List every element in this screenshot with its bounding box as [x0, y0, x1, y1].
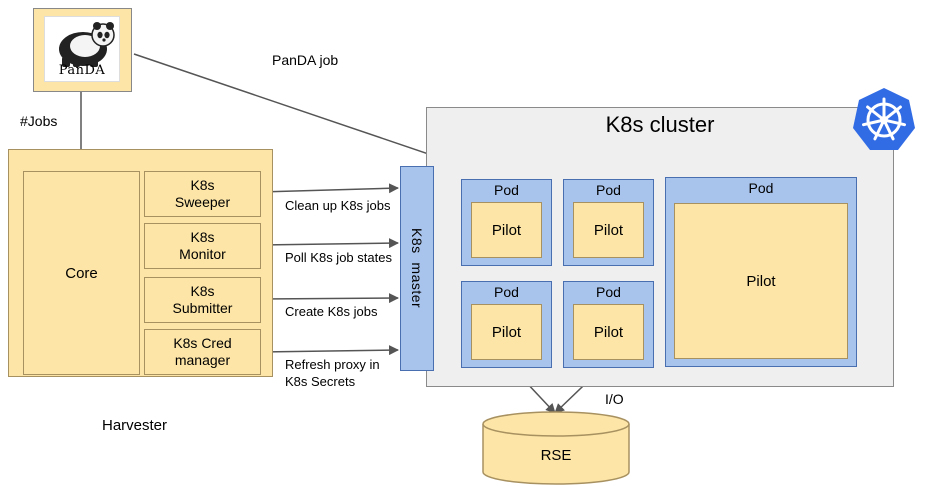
pod-bottom-left: Pod Pilot	[461, 281, 552, 368]
pilot-label: Pilot	[593, 221, 624, 239]
pilot-label: Pilot	[491, 323, 522, 341]
k8s-monitor-box: K8s Monitor	[144, 223, 261, 269]
panda-icon	[59, 22, 115, 67]
panda-logo-box: PanDA	[33, 8, 132, 92]
sweeper-line2: Sweeper	[174, 194, 231, 210]
k8s-sweeper-box: K8s Sweeper	[144, 171, 261, 217]
k8s-submitter-box: K8s Submitter	[144, 277, 261, 323]
panda-job-label: PanDA job	[272, 52, 339, 68]
k8s-cred-manager-box: K8s Cred manager	[144, 329, 261, 375]
refresh-arrow	[259, 345, 399, 356]
core-label: Core	[65, 264, 98, 282]
refresh-label-1: Refresh proxy in	[285, 357, 380, 372]
jobs-label: #Jobs	[20, 113, 58, 129]
pod-large: Pod Pilot	[665, 177, 857, 367]
pilot-label: Pilot	[491, 221, 522, 239]
pilot-box: Pilot	[674, 203, 848, 359]
io-label: I/O	[605, 391, 624, 407]
cleanup-arrow	[259, 183, 399, 194]
pod-top-middle: Pod Pilot	[563, 179, 654, 266]
create-arrow	[259, 293, 399, 304]
pod-label: Pod	[494, 182, 519, 198]
kubernetes-helm-wheel-icon	[853, 88, 915, 150]
pod-label: Pod	[596, 284, 621, 300]
rse-label: RSE	[540, 447, 572, 464]
cleanup-label: Clean up K8s jobs	[285, 198, 391, 213]
pilot-label: Pilot	[593, 323, 624, 341]
k8s-cluster-title: K8s cluster	[605, 112, 715, 137]
panda-logo-text: PanDA	[58, 63, 106, 78]
poll-arrow	[259, 238, 399, 249]
pilot-box: Pilot	[471, 304, 542, 360]
k8s-master-box: K8s master	[400, 166, 434, 371]
pod-label: Pod	[748, 180, 774, 196]
pilot-label: Pilot	[746, 272, 776, 290]
monitor-line2: Monitor	[179, 246, 226, 262]
harvester-label: Harvester	[102, 417, 168, 434]
cred-line2: manager	[174, 352, 231, 368]
refresh-label-2: K8s Secrets	[285, 374, 356, 389]
pod-label: Pod	[494, 284, 519, 300]
pilot-box: Pilot	[573, 202, 644, 258]
pod-label: Pod	[596, 182, 621, 198]
rse-storage-cylinder	[482, 411, 630, 485]
cred-line1: K8s Cred	[173, 334, 232, 351]
submitter-line2: Submitter	[172, 300, 233, 316]
core-box: Core	[23, 171, 140, 375]
submitter-line1: K8s	[190, 282, 215, 299]
sweeper-line1: K8s	[190, 176, 215, 193]
pod-top-left: Pod Pilot	[461, 179, 552, 266]
monitor-line1: K8s	[190, 228, 215, 245]
create-label: Create K8s jobs	[285, 304, 378, 319]
pod-bottom-middle: Pod Pilot	[563, 281, 654, 368]
pilot-box: Pilot	[573, 304, 644, 360]
pilot-box: Pilot	[471, 202, 542, 258]
k8s-master-label: K8s master	[409, 228, 425, 309]
poll-label: Poll K8s job states	[285, 250, 392, 265]
